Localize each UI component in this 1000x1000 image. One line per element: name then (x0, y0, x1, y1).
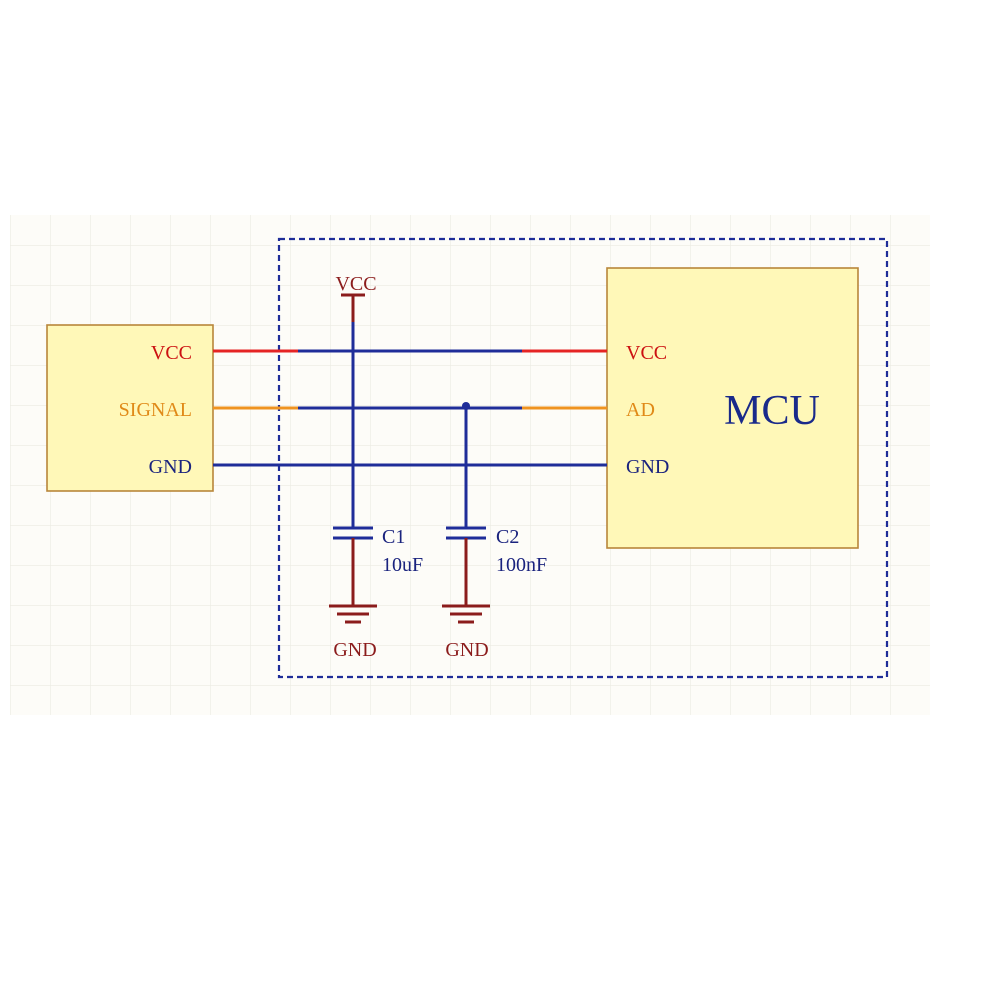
dashed-boundary (277, 237, 889, 679)
vcc-power-port: VCC (335, 273, 377, 322)
ground-symbol-c1 (329, 604, 377, 624)
pin-stubs (213, 349, 607, 410)
sensor-pin-vcc-label: VCC (151, 342, 192, 364)
vcc-port-label: VCC (335, 273, 376, 295)
mcu-body (606, 267, 859, 549)
junction-dot (462, 402, 470, 410)
mcu-title: MCU (724, 388, 820, 434)
c1-ref-label: C1 (382, 526, 405, 548)
mcu-pin-gnd-label: GND (626, 456, 669, 478)
ground-label-c2: GND (445, 639, 488, 661)
mcu-pin-vcc-label: VCC (626, 342, 667, 364)
sensor-block: VCC SIGNAL GND (46, 324, 214, 492)
mcu-block: MCU VCC AD GND (606, 267, 859, 549)
mcu-pin-ad-label: AD (626, 399, 655, 421)
capacitor-c1: C1 10uF (333, 526, 423, 605)
ground-symbol-c2 (442, 604, 490, 624)
sensor-pin-gnd-label: GND (149, 456, 192, 478)
c2-ref-label: C2 (496, 526, 519, 548)
c2-value-label: 100nF (496, 554, 547, 576)
sensor-body (46, 324, 214, 492)
ground-label-c1: GND (333, 639, 376, 661)
wires (213, 322, 607, 528)
c1-value-label: 10uF (382, 554, 423, 576)
sensor-pin-signal-label: SIGNAL (119, 399, 192, 421)
capacitor-c2: C2 100nF (446, 526, 547, 605)
